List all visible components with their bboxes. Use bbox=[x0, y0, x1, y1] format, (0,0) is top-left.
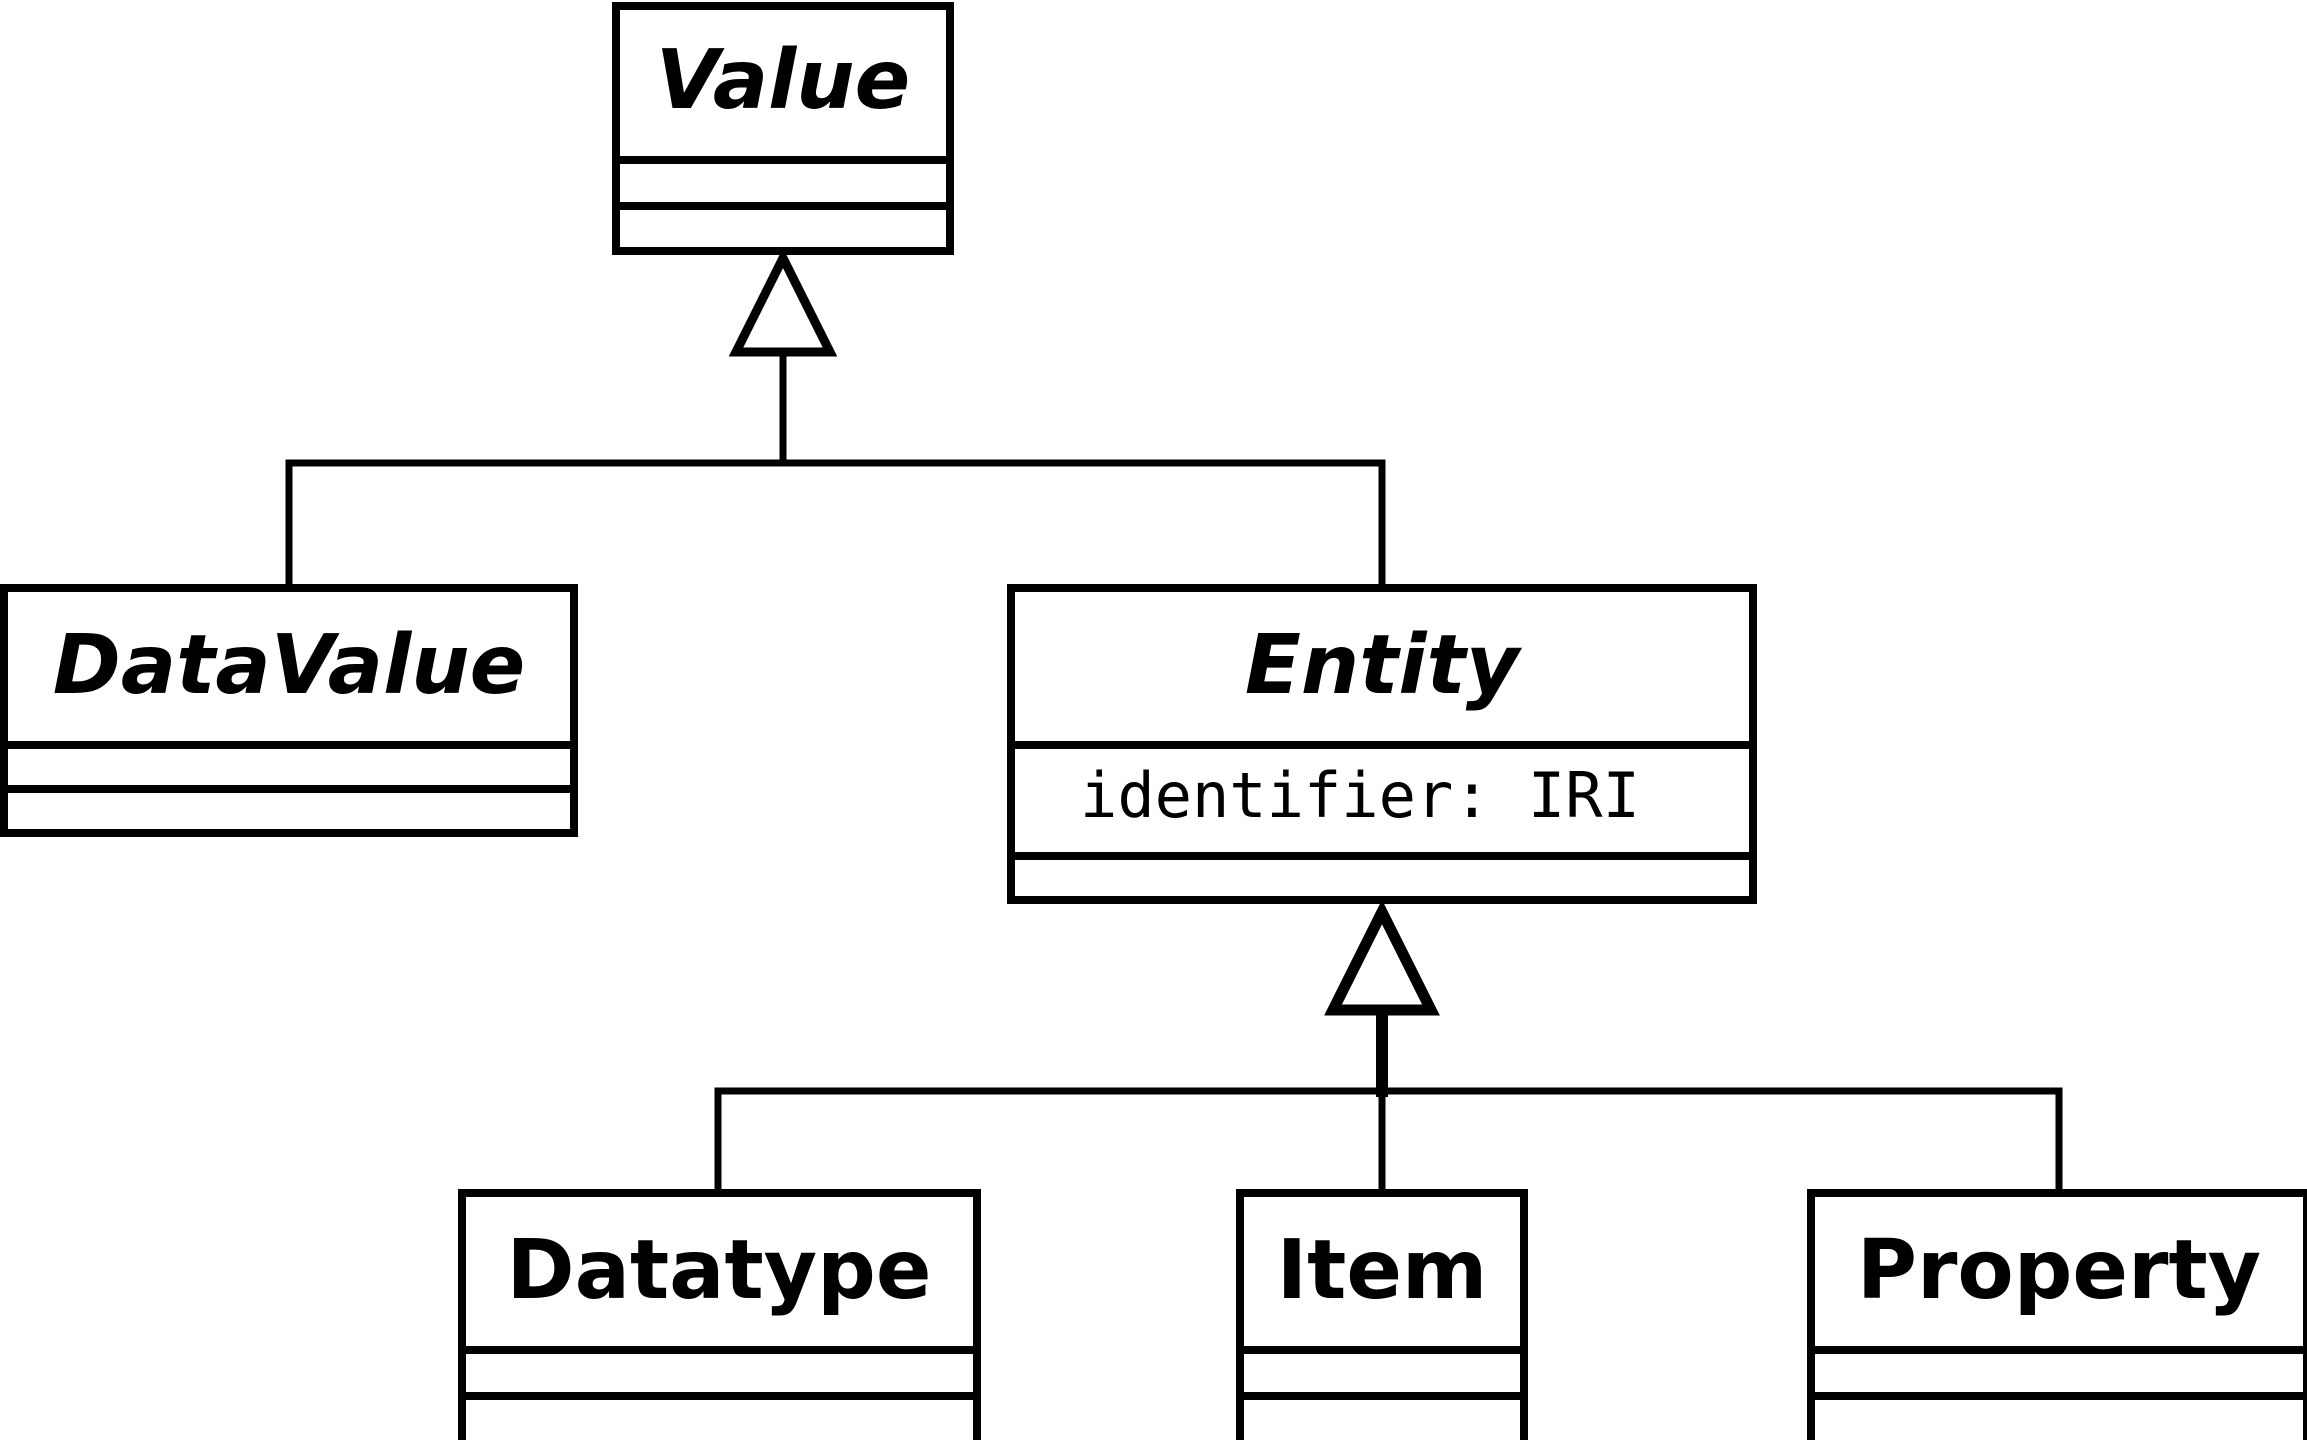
generalization-arrow-value bbox=[728, 247, 838, 357]
attribute-identifier: identifier: IRI bbox=[1080, 759, 1640, 832]
class-name: Entity bbox=[1245, 618, 1523, 713]
class-name: Datatype bbox=[507, 1223, 932, 1318]
class-property[interactable]: Property bbox=[1807, 1189, 2307, 1440]
generalization-entity bbox=[714, 899, 2063, 1197]
class-name: Item bbox=[1277, 1223, 1488, 1318]
class-item[interactable]: Item bbox=[1236, 1189, 1528, 1440]
connector-datavalue-to-value bbox=[285, 459, 787, 589]
class-name: DataValue bbox=[53, 618, 525, 713]
generalization-arrow-entity bbox=[1324, 899, 1440, 1016]
class-name: Value bbox=[656, 33, 911, 128]
connector-datatype-to-entity bbox=[714, 1087, 1386, 1197]
class-datavalue[interactable]: DataValue bbox=[0, 584, 578, 837]
connector-property-to-entity bbox=[1378, 1087, 2063, 1197]
generalization-value bbox=[285, 247, 1386, 592]
class-entity[interactable]: Entity identifier: IRI bbox=[1007, 584, 1757, 904]
class-datatype[interactable]: Datatype bbox=[458, 1189, 981, 1440]
class-name: Property bbox=[1857, 1223, 2261, 1318]
connector-entity-to-value bbox=[779, 459, 1386, 592]
class-value[interactable]: Value bbox=[612, 2, 954, 255]
class-box bbox=[612, 2, 954, 255]
